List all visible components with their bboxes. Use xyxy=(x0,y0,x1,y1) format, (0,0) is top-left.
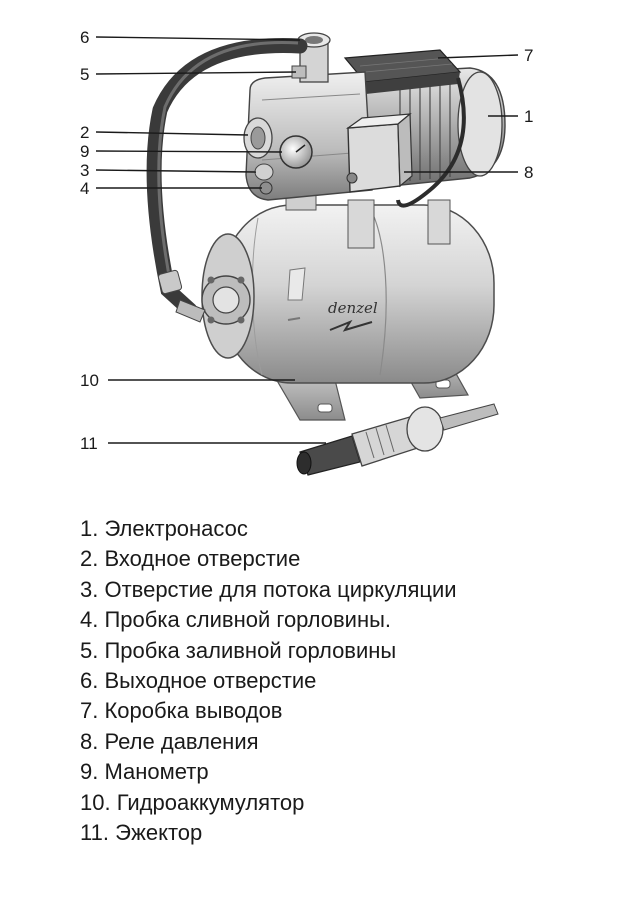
leader-line-6 xyxy=(95,36,301,41)
ejector xyxy=(296,403,499,476)
leader-line-3 xyxy=(95,169,257,173)
parts-legend: 1. Электронасос 2. Входное отверстие 3. … xyxy=(80,514,457,848)
callout-10: 10 xyxy=(80,371,99,390)
hydroaccumulator-tank: denzel xyxy=(201,204,495,384)
leader-line-2 xyxy=(95,131,249,136)
leader-line-9 xyxy=(95,150,283,153)
legend-item-9: 9. Манометр xyxy=(80,759,209,785)
callout-6: 6 xyxy=(80,28,89,47)
callout-5: 5 xyxy=(80,65,89,84)
terminal-box xyxy=(343,49,462,94)
legend-item-8: 8. Реле давления xyxy=(80,728,259,754)
callout-3: 3 xyxy=(80,161,89,180)
legend-item-11: 11. Эжектор xyxy=(80,820,203,846)
legend-item-4: 4. Пробка сливной горловины. xyxy=(80,607,392,633)
connecting-hose xyxy=(146,38,308,323)
callout-7: 7 xyxy=(524,46,533,65)
pump-station-diagram: denzel xyxy=(80,28,533,476)
legend-item-1: 1. Электронасос xyxy=(80,516,248,541)
legend-item-7: 7. Коробка выводов xyxy=(80,698,283,724)
callout-numbers: 6 5 2 9 3 4 7 1 8 10 11 xyxy=(80,28,533,453)
leader-line-5 xyxy=(95,71,297,75)
callout-2: 2 xyxy=(80,123,89,142)
legend-item-10: 10. Гидроаккумулятор xyxy=(80,789,305,815)
callout-1: 1 xyxy=(524,107,533,126)
brand-logo: denzel xyxy=(328,299,378,317)
legend-item-5: 5. Пробка заливной горловины xyxy=(80,637,397,663)
callout-8: 8 xyxy=(524,163,533,182)
legend-item-2: 2. Входное отверстие xyxy=(80,546,301,572)
legend-item-3: 3. Отверстие для потока циркуляции xyxy=(80,576,457,602)
callout-11: 11 xyxy=(80,434,98,453)
pressure-switch xyxy=(345,112,413,193)
callouts xyxy=(95,36,519,444)
outlet-fitting xyxy=(291,32,331,83)
leader-line-7 xyxy=(437,54,519,59)
callout-4: 4 xyxy=(80,179,89,198)
power-cable xyxy=(396,77,466,208)
callout-9: 9 xyxy=(80,142,89,161)
legend-item-6: 6. Выходное отверстие xyxy=(80,668,317,694)
